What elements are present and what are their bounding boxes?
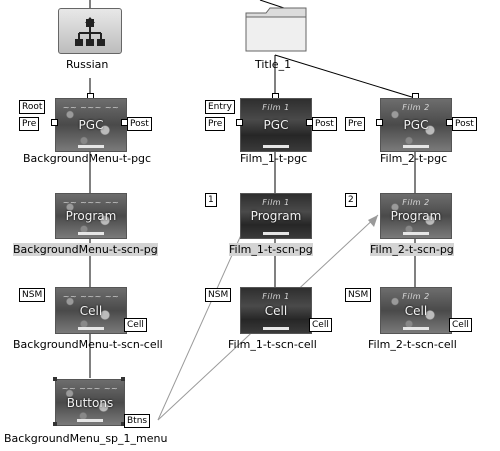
film2-pgc-thumbnail[interactable]: Film 2 PGC [380,98,452,152]
film2-pgc-thumb-text: PGC [403,118,429,132]
entry-tag: Entry [205,100,235,114]
title-node[interactable]: Title_1 [238,5,318,75]
bg-program-caption: BackgroundMenu-t-scn-pg [13,243,158,256]
bg-cell-thumb-text: Cell [79,303,103,318]
russian-label: Russian [66,58,109,71]
film1-program-number-tag: 1 [205,193,217,207]
film1-cell-thumbnail[interactable]: Film 1 Cell [240,287,312,334]
title-label: Title_1 [255,58,292,71]
film2-cell-thumb-text: Cell [404,303,428,318]
film1-program-thumbnail[interactable]: Film 1 Program [240,193,312,239]
film2-pre-tag: Pre [345,117,366,131]
film2-nsm-tag: NSM [345,288,372,302]
bg-program-thumbnail[interactable]: ~~ ~~~ ~~ Program [55,193,127,239]
menu-thumbnail[interactable]: ~~ ~~~ ~~ Buttons [55,379,125,426]
bg-cell-tag: Cell [124,318,147,332]
bg-post-tag: Post [127,117,152,131]
film2-program-thumbnail[interactable]: Film 2 Program [380,193,452,239]
film2-program-caption: Film_2-t-scn-pg [370,243,454,256]
film1-pgc-caption: Film_1-t-pgc [240,152,308,165]
film1-nsm-tag: NSM [205,288,232,302]
network-tree-icon [58,8,122,54]
film1-program-caption: Film_1-t-scn-pg [229,243,313,256]
film1-cell-caption: Film_1-t-scn-cell [228,338,317,351]
root-tag: Root [19,100,46,114]
film1-pgc-thumbnail[interactable]: Film 1 PGC [240,98,312,152]
bg-cell-thumbnail[interactable]: ~~ ~~~ ~~ Cell [55,287,127,334]
bg-pgc-thumbnail[interactable]: ~~ ~~~ ~~ PGC [55,98,127,152]
film2-cell-tag: Cell [449,318,472,332]
film1-post-tag: Post [312,117,337,131]
film1-pre-port[interactable] [236,119,243,126]
bg-cell-caption: BackgroundMenu-t-scn-cell [13,338,163,351]
bg-pre-port[interactable] [51,119,58,126]
film2-cell-caption: Film_2-t-scn-cell [368,338,457,351]
film2-pre-port[interactable] [376,119,383,126]
selection-handle-bl[interactable] [53,422,57,426]
film1-cell-thumb-text: Cell [264,303,288,318]
film2-program-thumb-text: Program [390,209,442,223]
film1-pre-tag: Pre [205,117,226,131]
menu-caption: BackgroundMenu_sp_1_menu [4,432,168,445]
menu-thumb-text: Buttons [66,395,114,410]
selection-handle-tr[interactable] [121,377,125,381]
bg-pgc-caption: BackgroundMenu-t-pgc [23,152,152,165]
folder-icon [245,7,307,52]
selection-handle-tl[interactable] [53,377,57,381]
bg-nsm-tag: NSM [19,288,46,302]
film1-pgc-thumb-text: PGC [263,118,289,132]
film1-program-thumb-text: Program [250,209,302,223]
film2-program-number-tag: 2 [345,193,357,207]
wire-title-film2 [274,54,416,99]
bg-program-thumb-text: Program [65,209,117,223]
film2-pgc-caption: Film_2-t-pgc [380,152,448,165]
btns-tag[interactable]: Btns [124,414,151,428]
film2-post-tag: Post [452,117,477,131]
russian-node[interactable]: Russian [52,5,128,75]
film1-cell-tag: Cell [309,318,332,332]
jump-arrow-film2 [368,215,378,227]
bg-pgc-thumb-text: PGC [78,118,104,132]
film2-cell-thumbnail[interactable]: Film 2 Cell [380,287,452,334]
selection-handle-br[interactable] [121,422,125,426]
bg-pre-tag: Pre [19,117,40,131]
